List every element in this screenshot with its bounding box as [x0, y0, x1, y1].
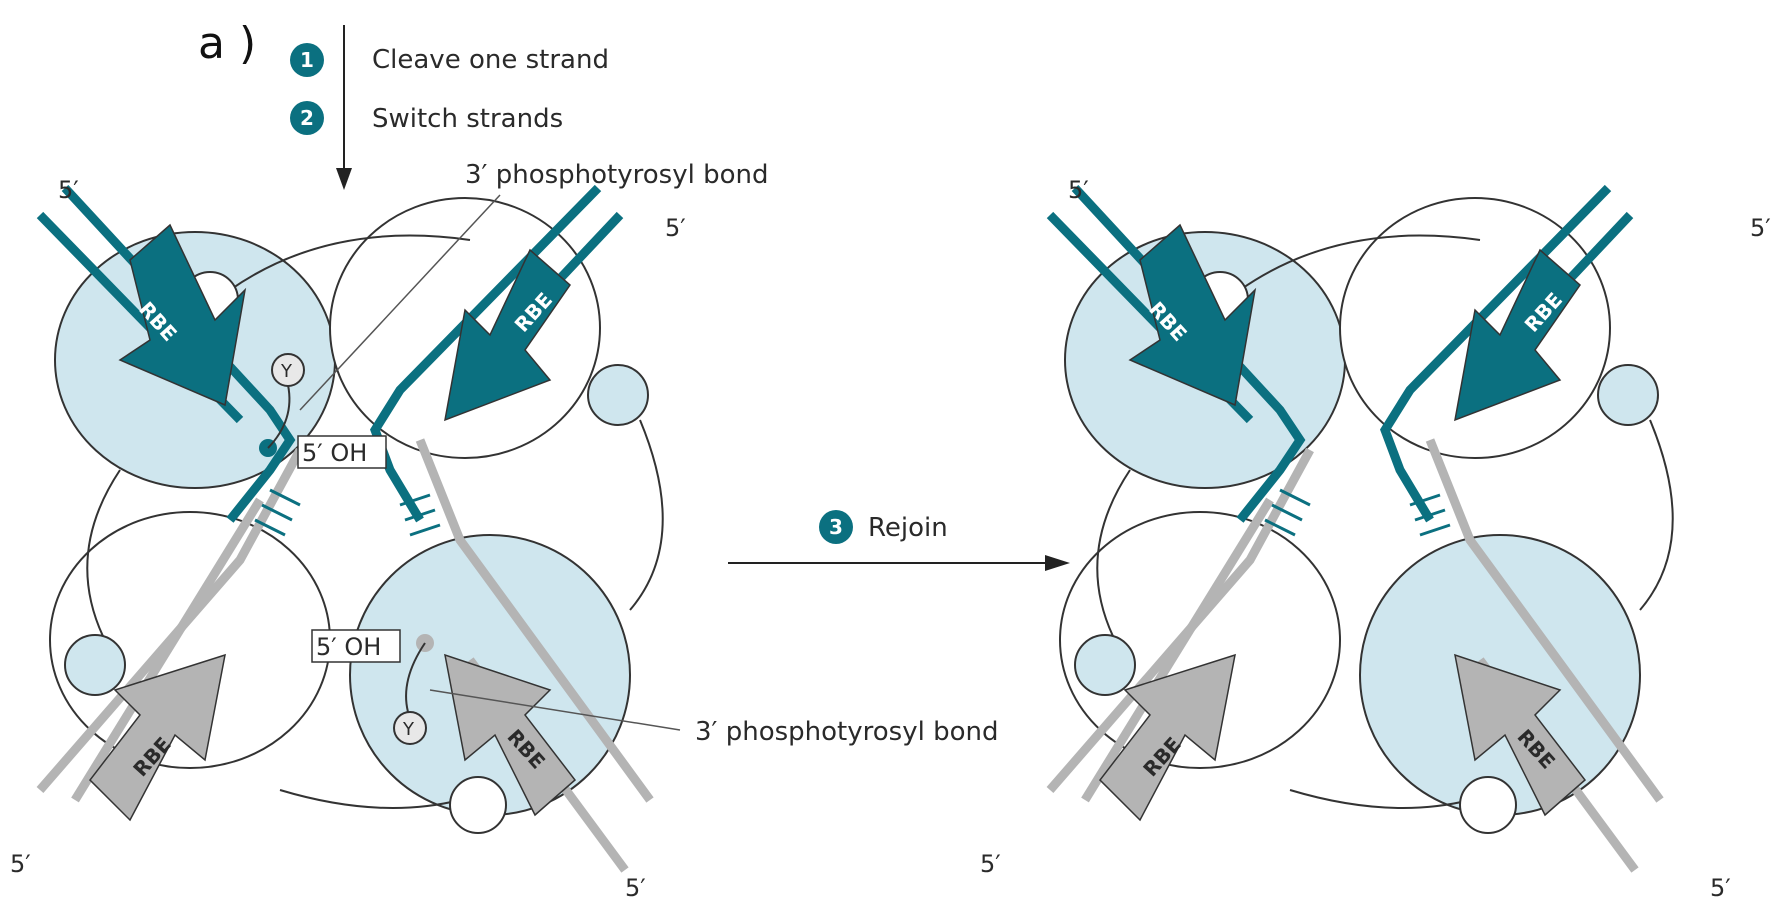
bond-label-top: 3′ phosphotyrosyl bond [465, 160, 768, 190]
left-complex: RBE RBE RBE RBE Y Y 5′ OH 5′ OH [10, 176, 686, 902]
step-number: 2 [300, 106, 314, 130]
step-3: 3 Rejoin [819, 510, 948, 544]
step-number: 1 [300, 48, 314, 72]
prime-label: 5′ [58, 176, 79, 204]
prime-label: 5′ [625, 874, 646, 902]
step-2: 2 Switch strands [290, 101, 563, 135]
prime-label: 5′ [665, 214, 686, 242]
tyrosine-label: Y [402, 719, 415, 740]
step-text: Cleave one strand [372, 45, 609, 75]
step-arrow-down [336, 25, 352, 190]
bond-label-bottom: 3′ phosphotyrosyl bond [695, 717, 998, 747]
prime-label: 5′ [980, 850, 1001, 878]
prime-label: 5′ [1710, 874, 1731, 902]
step-text: Switch strands [372, 104, 563, 134]
partial-title: a ) [198, 18, 256, 69]
oh-label-top: 5′ OH [302, 439, 367, 467]
step-1: 1 Cleave one strand [290, 43, 609, 77]
step-text: Rejoin [868, 513, 948, 543]
right-complex: RBE RBE RBE RBE 5′ 5′ 5′ 5′ [980, 176, 1771, 902]
prime-label: 5′ [1068, 176, 1089, 204]
tyrosine-label: Y [280, 361, 293, 382]
oh-label-bottom: 5′ OH [316, 633, 381, 661]
step-arrow-right [728, 555, 1070, 571]
step-number: 3 [829, 515, 843, 539]
prime-label: 5′ [10, 850, 31, 878]
prime-label: 5′ [1750, 214, 1771, 242]
